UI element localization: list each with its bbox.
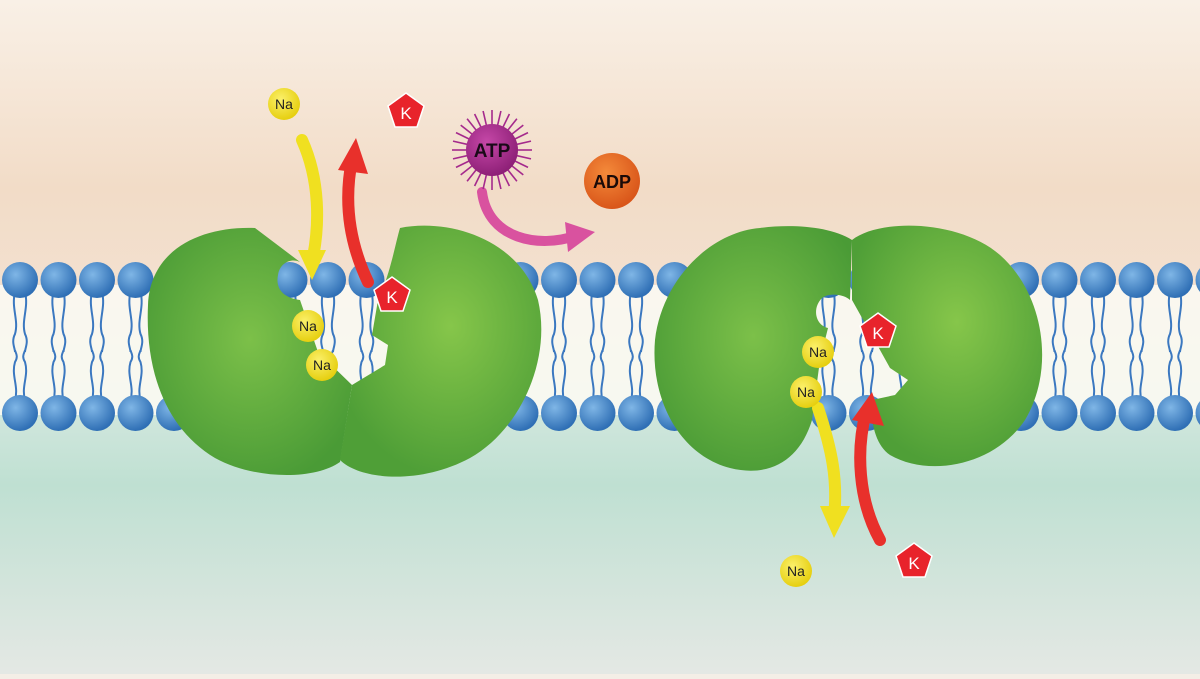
phospholipid-head xyxy=(618,395,654,431)
phospholipid-head xyxy=(580,262,616,298)
phospholipid-head xyxy=(1080,262,1116,298)
adp-label: ADP xyxy=(593,172,631,192)
phospholipid-head xyxy=(541,395,577,431)
phospholipid-head xyxy=(2,262,38,298)
sodium-ion: Na xyxy=(802,336,834,368)
phospholipid-head xyxy=(541,262,577,298)
sodium-ion-label: Na xyxy=(275,96,293,112)
phospholipid-head xyxy=(1157,395,1193,431)
sodium-ion-label: Na xyxy=(313,357,331,373)
phospholipid-head xyxy=(79,395,115,431)
phospholipid-head xyxy=(79,262,115,298)
phospholipid-head xyxy=(41,262,77,298)
sodium-ion-label: Na xyxy=(787,563,805,579)
phospholipid-head xyxy=(1042,262,1078,298)
potassium-ion-label: K xyxy=(386,288,398,307)
phospholipid-head xyxy=(118,262,154,298)
phospholipid-head xyxy=(618,262,654,298)
phospholipid-head xyxy=(580,395,616,431)
phospholipid-head xyxy=(1157,262,1193,298)
sodium-ion: Na xyxy=(790,376,822,408)
sodium-ion: Na xyxy=(268,88,300,120)
atp-label: ATP xyxy=(474,141,511,162)
sodium-ion: Na xyxy=(780,555,812,587)
phospholipid-head xyxy=(2,395,38,431)
phospholipid-head xyxy=(1042,395,1078,431)
adp-molecule: ADP xyxy=(584,153,640,209)
phospholipid-head xyxy=(1119,262,1155,298)
potassium-ion-label: K xyxy=(872,324,884,343)
phospholipid-head xyxy=(118,395,154,431)
sodium-ion-label: Na xyxy=(809,344,827,360)
potassium-ion-label: K xyxy=(908,554,920,573)
sodium-ion-label: Na xyxy=(797,384,815,400)
sodium-ion: Na xyxy=(292,310,324,342)
potassium-ion-label: K xyxy=(400,104,412,123)
phospholipid-head xyxy=(1080,395,1116,431)
sodium-ion: Na xyxy=(306,349,338,381)
phospholipid-head xyxy=(41,395,77,431)
sodium-ion-label: Na xyxy=(299,318,317,334)
phospholipid-head xyxy=(1119,395,1155,431)
